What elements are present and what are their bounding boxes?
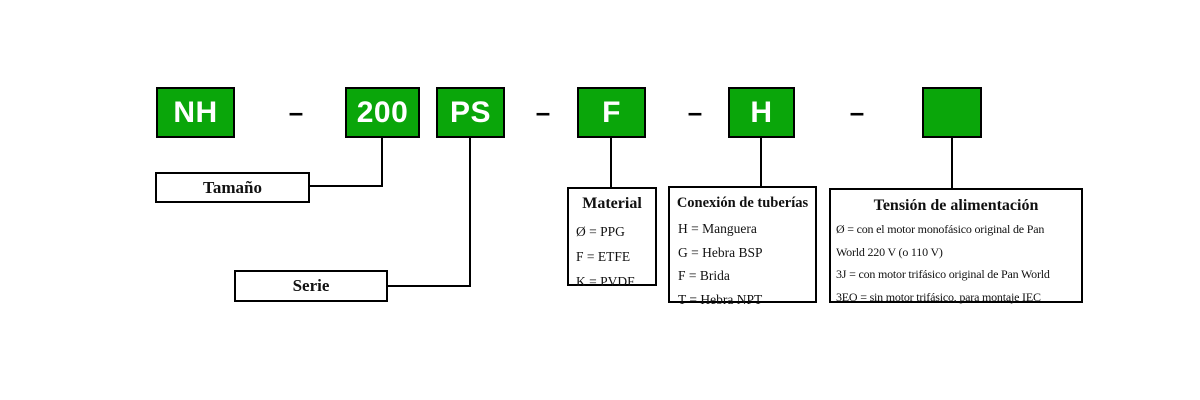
material-legend-box: Material Ø = PPG F = ETFE K = PVDF — [567, 187, 657, 289]
voltage-legend-line: Ø = con el motor monofásico original de … — [836, 222, 1045, 236]
code-separator-dash: – — [849, 96, 865, 127]
connector-line-size-vertical — [381, 137, 383, 187]
connection-legend-item: F = Brida — [678, 268, 730, 283]
connector-line-voltage-vertical — [951, 137, 953, 189]
code-segment-size: 200 — [345, 87, 420, 138]
connection-legend-items: H = Manguera G = Hebra BSP F = Brida T =… — [670, 217, 815, 311]
code-segment-material: F — [577, 87, 646, 138]
connection-legend-box: Conexión de tuberías H = Manguera G = He… — [668, 186, 817, 307]
connection-legend-item: G = Hebra BSP — [678, 244, 763, 260]
code-separator-dash: – — [288, 96, 304, 127]
connection-legend-item: H = Manguera — [678, 221, 757, 236]
size-label: Tamaño — [203, 177, 262, 197]
voltage-legend-items: Ø = con el motor monofásico original de … — [831, 218, 1081, 308]
series-label: Serie — [292, 276, 330, 295]
connector-line-material-vertical — [610, 137, 612, 188]
material-legend-item: Ø = PPG — [576, 224, 625, 239]
voltage-legend-box: Tensión de alimentación Ø = con el motor… — [829, 188, 1083, 304]
connection-legend-item: T = Hebra NPT — [678, 291, 763, 307]
size-label-box: Tamaño — [155, 172, 310, 203]
material-legend-title: Material — [582, 195, 642, 212]
code-segment-model-prefix: NH — [156, 87, 235, 138]
connector-line-connection-vertical — [760, 137, 762, 187]
series-label-box: Serie — [234, 270, 388, 302]
connector-line-size-horizontal — [310, 185, 383, 187]
material-legend-items: Ø = PPG F = ETFE K = PVDF — [569, 219, 655, 294]
code-segment-voltage — [922, 87, 982, 138]
voltage-legend-line: 3J = con motor trifásico original de Pan… — [836, 267, 1050, 281]
connector-line-series-horizontal — [388, 285, 471, 287]
connection-legend-title: Conexión de tuberías — [676, 195, 809, 211]
code-segment-series: PS — [436, 87, 505, 138]
code-segment-connection: H — [728, 87, 795, 138]
voltage-legend-line: World 220 V (o 110 V) — [836, 244, 943, 259]
material-legend-item: F = ETFE — [576, 249, 631, 264]
voltage-legend-line: 3EO = sin motor trifásico, para montaje … — [836, 289, 1041, 304]
code-separator-dash: – — [687, 96, 703, 127]
material-legend-item: K = PVDF — [576, 274, 635, 289]
voltage-legend-title: Tensión de alimentación — [873, 197, 1039, 214]
code-separator-dash: – — [535, 96, 551, 127]
connector-line-series-vertical — [469, 137, 471, 287]
